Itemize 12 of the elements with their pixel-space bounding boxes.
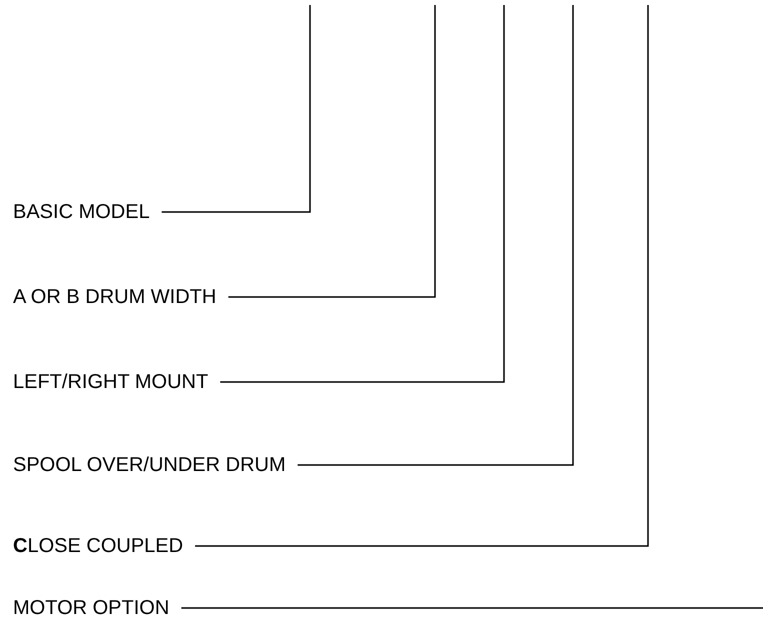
leader-line <box>195 5 649 547</box>
leader-line <box>181 607 763 609</box>
part-label: LEFT/RIGHT MOUNT <box>13 370 220 394</box>
leader-line <box>298 5 574 466</box>
part-label: SPOOL OVER/UNDER DRUM <box>13 453 298 477</box>
leader-line <box>162 5 311 213</box>
part-label: MOTOR OPTION <box>13 596 182 620</box>
part-label: CLOSE COUPLED <box>13 534 196 558</box>
part-label: BASIC MODEL <box>13 200 162 224</box>
part-label: A OR B DRUM WIDTH <box>13 285 228 309</box>
leader-line <box>220 5 505 383</box>
leader-line <box>228 5 436 298</box>
